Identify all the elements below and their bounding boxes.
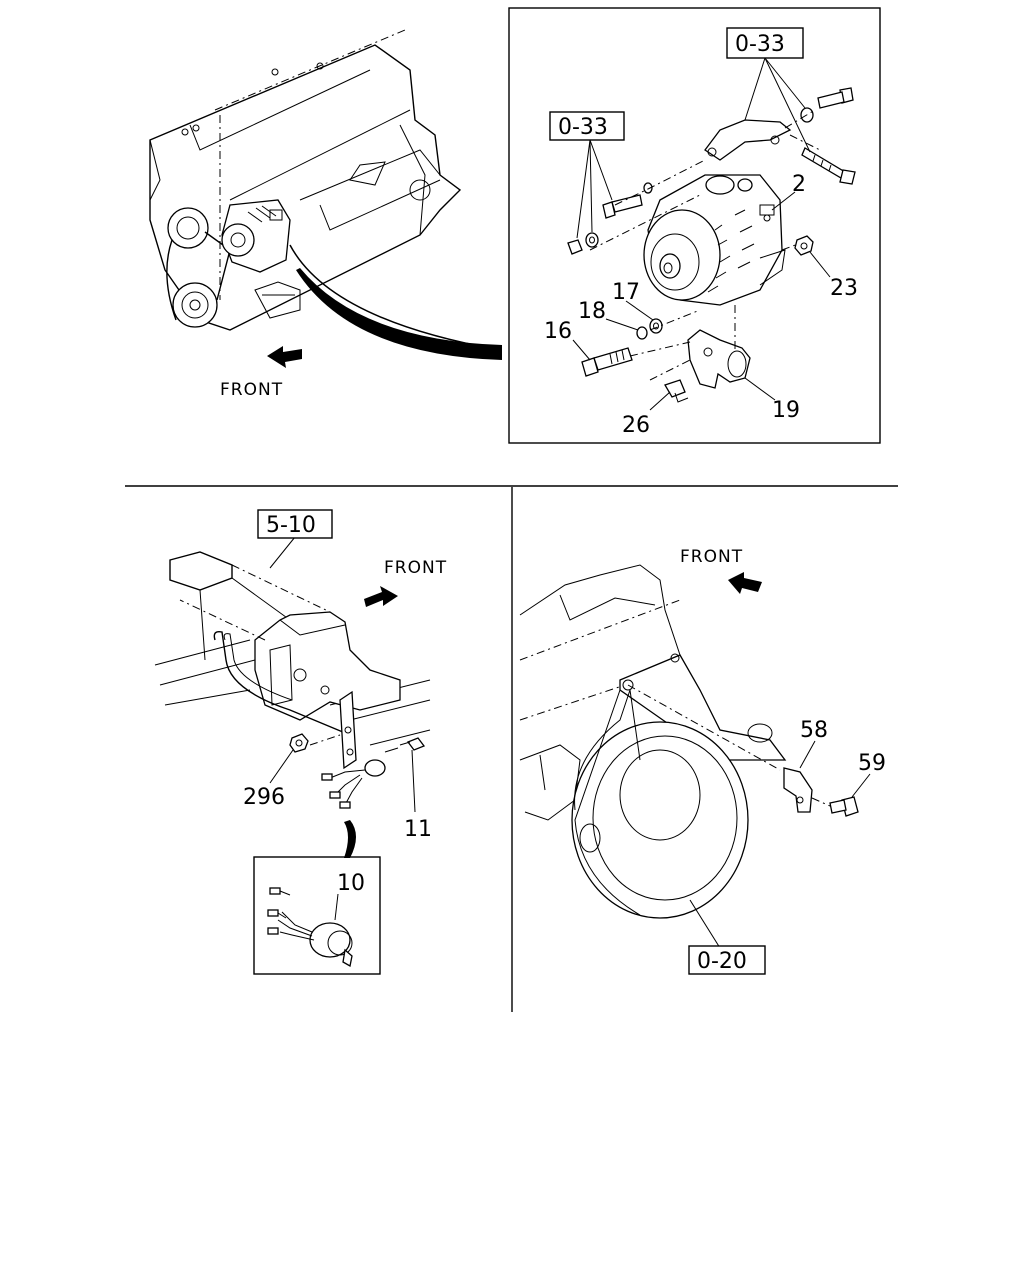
sensor-detail-frame (253, 856, 381, 975)
part-number-16: 16 (544, 319, 572, 344)
front-label-3: FRONT (680, 547, 743, 567)
front-label-2: FRONT (384, 558, 447, 578)
ref-label-0-33-left: 0-33 (558, 115, 608, 140)
ref-box-5-10 (257, 509, 333, 539)
part-number-10: 10 (337, 871, 365, 896)
part-number-17: 17 (612, 280, 640, 305)
alternator-detail-frame (508, 7, 881, 444)
harness-sensor-illustration (154, 536, 431, 858)
part-number-18: 18 (578, 299, 606, 324)
part-number-23: 23 (830, 276, 858, 301)
alternator-detail-illustration (567, 57, 856, 411)
engine-overview-illustration (149, 29, 502, 368)
part-number-2: 2 (792, 172, 806, 197)
part-number-58: 58 (800, 718, 828, 743)
part-number-296: 296 (243, 785, 285, 810)
part-number-19: 19 (772, 398, 800, 423)
ref-label-5-10: 5-10 (266, 513, 316, 538)
part-number-59: 59 (858, 751, 886, 776)
front-label-1: FRONT (220, 380, 283, 400)
sensor-detail-illustration (267, 887, 353, 968)
ref-label-0-20: 0-20 (697, 949, 747, 974)
flywheel-housing-illustration (519, 564, 871, 949)
detail-arrow (344, 820, 356, 858)
front-arrow-3 (728, 572, 762, 594)
front-arrow-2 (364, 586, 398, 607)
ref-box-0-33-left (549, 111, 625, 141)
front-arrow-1 (267, 346, 302, 368)
ref-box-0-20 (688, 945, 766, 975)
part-number-26: 26 (622, 413, 650, 438)
ref-label-0-33-right: 0-33 (735, 32, 785, 57)
ref-box-0-33-right (726, 27, 804, 59)
part-number-11: 11 (404, 817, 432, 842)
